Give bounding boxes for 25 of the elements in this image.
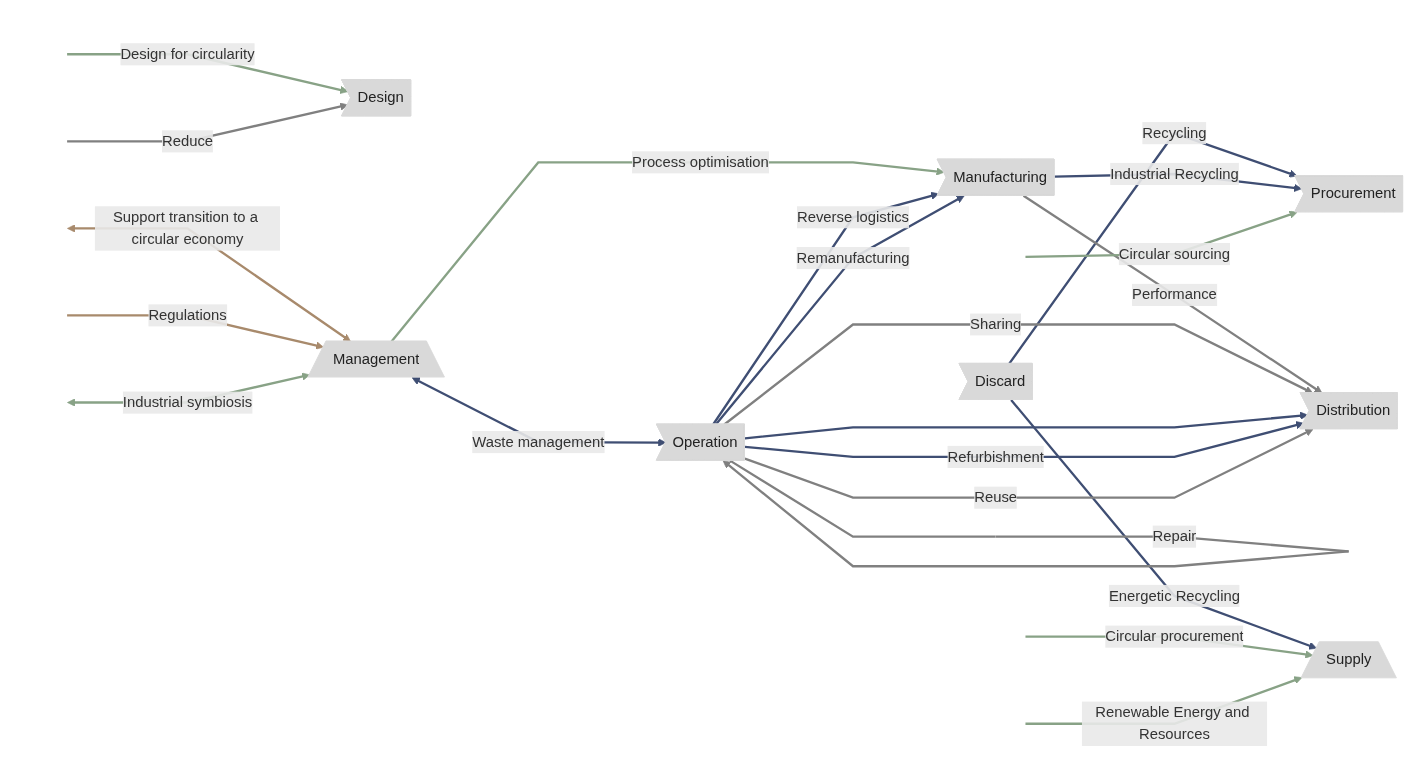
edge-label: Renewable Energy and Resources bbox=[1095, 704, 1250, 743]
edge-label: Remanufacturing bbox=[796, 249, 910, 266]
edge-label: Regulations bbox=[148, 307, 227, 323]
edge-label: Recycling bbox=[1142, 124, 1207, 141]
edge-label: Repair bbox=[1152, 528, 1197, 545]
edge-label: Reuse bbox=[974, 489, 1018, 506]
arrow bbox=[1010, 399, 1317, 650]
edge-label: Industrial symbiosis bbox=[122, 394, 253, 410]
arrow bbox=[723, 323, 1313, 426]
edge-label: Energetic Recycling bbox=[1108, 587, 1240, 604]
edge-label: Circular procurement bbox=[1105, 628, 1244, 645]
edge-label: Refurbishment bbox=[947, 448, 1044, 465]
edge-label: Performance bbox=[1132, 286, 1217, 303]
edge-label: Design for circularity bbox=[120, 45, 255, 62]
edge-label: Support transition to a circular economy bbox=[112, 208, 258, 247]
arrow bbox=[67, 224, 351, 342]
edge-label: Industrial Recycling bbox=[1110, 165, 1239, 182]
arrow bbox=[744, 428, 1314, 499]
arrow bbox=[744, 411, 1309, 440]
edge-label: Reduce bbox=[161, 133, 214, 149]
edge-label: Reverse logistics bbox=[796, 208, 909, 225]
edge-label: Process optimisation bbox=[632, 154, 769, 170]
edge-label: Circular sourcing bbox=[1118, 245, 1231, 262]
edge-label: Waste management bbox=[472, 433, 605, 450]
edge-label: Sharing bbox=[970, 316, 1022, 332]
